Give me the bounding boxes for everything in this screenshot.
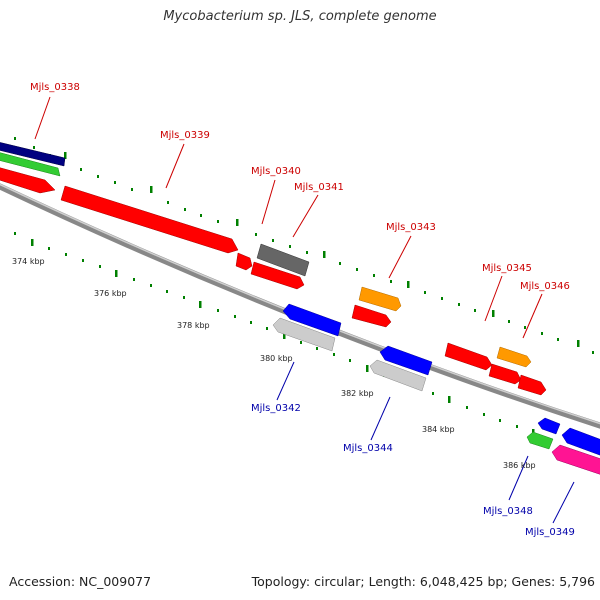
gene-arrow-blue-0349[interactable] [561, 427, 600, 457]
ruler-label-382: 382 kbp [341, 389, 374, 398]
gene-arrow-red-a[interactable] [488, 363, 522, 385]
genome-backbone-highlight [0, 183, 600, 425]
forward-gene-labels: Mjls_0338 Mjls_0339 Mjls_0340 Mjls_0341 … [30, 82, 570, 339]
gene-arrow-blue-0342[interactable] [282, 303, 342, 337]
ruler-label-384: 384 kbp [422, 425, 455, 434]
label-mjls-0343[interactable]: Mjls_0343 [386, 222, 436, 233]
ruler-label-380: 380 kbp [260, 354, 293, 363]
label-mjls-0346[interactable]: Mjls_0346 [520, 281, 570, 292]
ruler-label-378: 378 kbp [177, 321, 210, 330]
gene-arrow-mjls-0343-red[interactable] [351, 304, 392, 328]
gene-arrow-blue-small[interactable] [537, 417, 561, 435]
gene-arrow-mjls-0338-red[interactable] [0, 165, 56, 194]
gene-arrow-mjls-0344[interactable] [369, 359, 427, 392]
gene-arrow-mjls-0341[interactable] [250, 261, 305, 290]
label-mjls-0344[interactable]: Mjls_0344 [343, 443, 393, 454]
gene-arrow-mjls-0343-orange[interactable] [358, 286, 402, 312]
reverse-gene-labels: Mjls_0342 Mjls_0344 Mjls_0348 Mjls_0349 [251, 361, 575, 538]
label-mjls-0345[interactable]: Mjls_0345 [482, 263, 532, 274]
gene-arrow-mjls-0348[interactable] [526, 431, 554, 450]
gene-arrow-mjls-0338-green[interactable] [0, 150, 61, 177]
label-mjls-0342[interactable]: Mjls_0342 [251, 403, 301, 414]
label-mjls-0340[interactable]: Mjls_0340 [251, 166, 301, 177]
topology-text: Topology: circular; Length: 6,048,425 bp… [251, 574, 595, 589]
gene-arrow-mjls-0338-navy[interactable] [0, 140, 66, 167]
ruler-label-376: 376 kbp [94, 289, 127, 298]
gene-arrow-mjls-0342[interactable] [272, 317, 336, 352]
label-mjls-0339[interactable]: Mjls_0339 [160, 130, 210, 141]
gene-arrow-gray[interactable] [256, 243, 310, 277]
ruler-labels: 374 kbp 376 kbp 378 kbp 380 kbp 382 kbp … [12, 257, 536, 470]
gene-arrow-mjls-0340[interactable] [235, 252, 253, 271]
label-mjls-0349[interactable]: Mjls_0349 [525, 527, 575, 538]
label-mjls-0341[interactable]: Mjls_0341 [294, 182, 344, 193]
label-mjls-0348[interactable]: Mjls_0348 [483, 506, 533, 517]
gene-arrow-mjls-0349[interactable] [551, 444, 600, 476]
outer-tick-track [14, 137, 594, 354]
accession-text: Accession: NC_009077 [9, 574, 152, 589]
label-mjls-0338[interactable]: Mjls_0338 [30, 82, 80, 93]
gene-arrow-red-b[interactable] [517, 374, 547, 396]
gene-arrow-mjls-0339[interactable] [60, 185, 239, 254]
map-title: Mycobacterium sp. JLS, complete genome [163, 9, 437, 24]
gene-arrow-mjls-0346-orange[interactable] [496, 346, 532, 368]
gene-arrow-blue-0344[interactable] [379, 345, 433, 376]
ruler-label-374: 374 kbp [12, 257, 45, 266]
ruler-label-386: 386 kbp [503, 461, 536, 470]
gene-arrow-mjls-0345[interactable] [444, 342, 493, 371]
